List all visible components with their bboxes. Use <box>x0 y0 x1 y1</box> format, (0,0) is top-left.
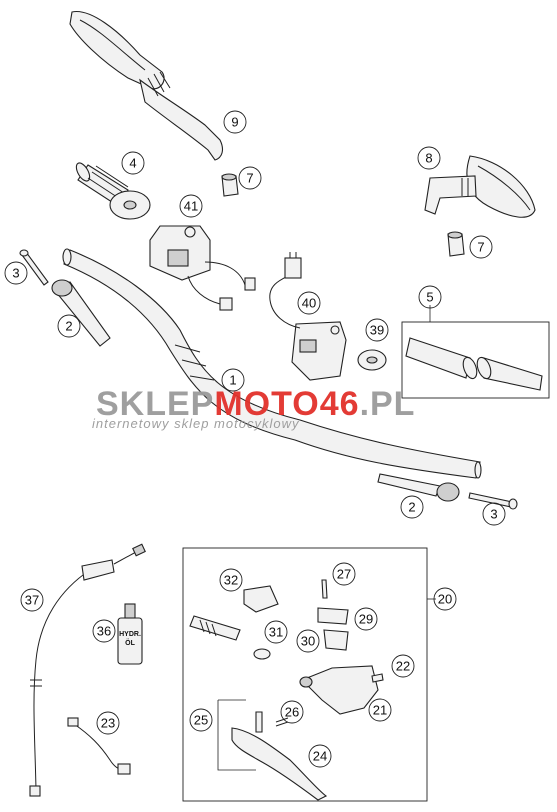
callout-7-right: 7 <box>469 235 493 259</box>
callouts: 9 4 7 8 41 7 3 5 <box>4 110 506 768</box>
svg-text:26: 26 <box>285 705 299 720</box>
svg-text:27: 27 <box>337 567 351 582</box>
throttle-grip <box>75 162 151 220</box>
callout-3-right: 3 <box>482 502 506 526</box>
svg-text:23: 23 <box>101 716 115 731</box>
bottle-label-line2: ÖL <box>125 638 135 647</box>
callout-29: 29 <box>354 607 378 631</box>
callout-24: 24 <box>308 744 332 768</box>
svg-text:22: 22 <box>396 659 410 674</box>
svg-text:36: 36 <box>97 624 111 639</box>
callout-20: 20 <box>433 587 457 611</box>
clutch-cable <box>29 543 146 797</box>
brake-light-switch-cable <box>67 717 131 775</box>
bar-end-weight-top <box>221 173 239 197</box>
master-cylinder-box <box>182 547 436 802</box>
svg-text:24: 24 <box>313 749 327 764</box>
callout-2-right: 2 <box>400 495 424 519</box>
callout-1: 1 <box>221 368 245 392</box>
svg-text:39: 39 <box>370 323 384 338</box>
callout-26: 26 <box>280 700 304 724</box>
svg-text:3: 3 <box>490 507 497 522</box>
watermark-brand: SKLEPMOTO46.PL <box>96 385 415 423</box>
callout-32: 32 <box>219 568 243 592</box>
bar-end-weight-right <box>447 231 465 257</box>
svg-text:7: 7 <box>477 240 484 255</box>
callout-37: 37 <box>20 588 44 612</box>
svg-text:30: 30 <box>301 634 315 649</box>
svg-text:20: 20 <box>438 592 452 607</box>
callout-8: 8 <box>417 146 441 170</box>
svg-text:31: 31 <box>269 625 283 640</box>
svg-text:8: 8 <box>425 151 432 166</box>
svg-text:37: 37 <box>25 593 39 608</box>
svg-text:2: 2 <box>408 500 415 515</box>
svg-text:9: 9 <box>231 115 238 130</box>
svg-text:21: 21 <box>373 703 387 718</box>
screw-right <box>468 492 518 510</box>
callout-21: 21 <box>368 698 392 722</box>
bar-adaptor-left <box>51 279 111 347</box>
callout-41: 41 <box>179 194 203 218</box>
screw-left <box>19 249 49 286</box>
hydraulic-oil-bottle: HYDR. ÖL <box>117 603 143 665</box>
svg-text:2: 2 <box>65 319 72 334</box>
washer <box>357 349 387 371</box>
callout-39: 39 <box>365 318 389 342</box>
svg-text:7: 7 <box>246 171 253 186</box>
svg-text:29: 29 <box>359 612 373 627</box>
bar-adaptor-right <box>377 473 460 502</box>
svg-text:3: 3 <box>12 266 19 281</box>
handlebar <box>62 248 482 479</box>
bottle-label-line1: HYDR. <box>119 631 141 638</box>
svg-text:25: 25 <box>194 713 208 728</box>
callout-36: 36 <box>92 619 116 643</box>
callout-2-left: 2 <box>57 314 81 338</box>
callout-27: 27 <box>332 562 356 586</box>
callout-4: 4 <box>121 151 145 175</box>
svg-text:1: 1 <box>229 373 236 388</box>
callout-40: 40 <box>297 291 321 315</box>
svg-text:5: 5 <box>426 290 433 305</box>
switch-housing-right <box>269 252 347 381</box>
callout-9: 9 <box>223 110 247 134</box>
watermark-tagline: internetowy sklep motocyklowy <box>92 416 300 431</box>
callout-5: 5 <box>418 285 442 309</box>
callout-7-top: 7 <box>238 166 262 190</box>
callout-25: 25 <box>189 708 213 732</box>
callout-22: 22 <box>391 654 415 678</box>
svg-text:41: 41 <box>184 199 198 214</box>
mirror-left <box>69 11 224 161</box>
svg-text:4: 4 <box>129 156 136 171</box>
callout-3-left: 3 <box>4 261 28 285</box>
watermark: SKLEPMOTO46.PL internetowy sklep motocyk… <box>92 385 415 431</box>
mirror-right <box>424 155 536 218</box>
callout-31: 31 <box>264 620 288 644</box>
grip-set-box <box>401 305 550 399</box>
svg-text:40: 40 <box>302 296 316 311</box>
callout-30: 30 <box>296 629 320 653</box>
svg-text:32: 32 <box>224 573 238 588</box>
switch-housing-left <box>149 225 256 311</box>
callout-23: 23 <box>96 711 120 735</box>
